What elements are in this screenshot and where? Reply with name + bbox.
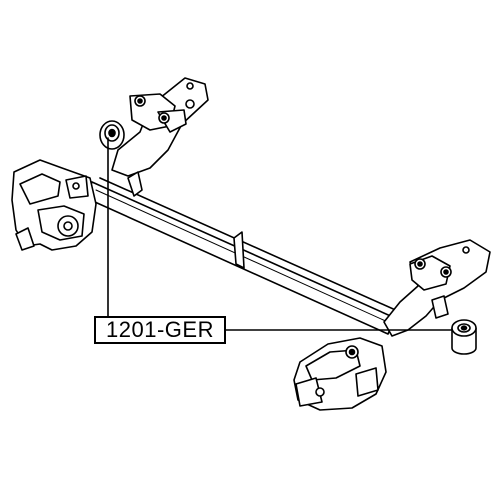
left-hub-carrier <box>11 159 97 251</box>
right-bushing-icon <box>451 319 477 355</box>
part-number-label: 1201-GER <box>94 316 226 344</box>
leader-lines <box>107 137 453 331</box>
left-bushing-icon <box>99 120 125 150</box>
left-trailing-arm <box>111 77 209 197</box>
right-hub-carrier <box>293 337 387 411</box>
beam-center-bracket <box>233 231 245 269</box>
right-trailing-arm <box>383 239 491 337</box>
